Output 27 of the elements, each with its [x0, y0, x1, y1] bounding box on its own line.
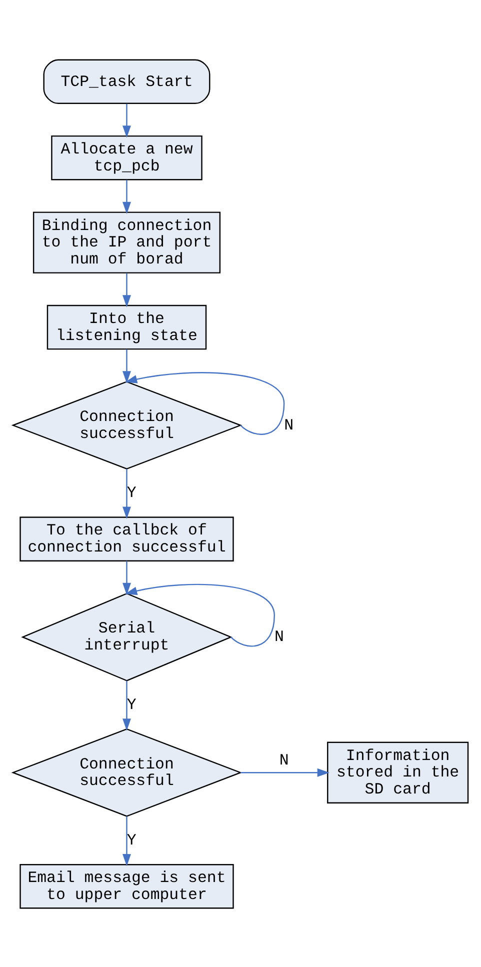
- arrow: [122, 179, 131, 214]
- arrow: [122, 468, 131, 518]
- arrow: [122, 103, 131, 138]
- node-diamond: Serial interrupt: [21, 592, 232, 681]
- arrow: [122, 348, 131, 383]
- arrow: [122, 272, 131, 307]
- arrow: [124, 372, 285, 434]
- edge-label: N: [274, 628, 284, 646]
- node-diamond: Connection successful: [11, 728, 242, 816]
- node-box: Information stored in the SD card: [327, 741, 469, 803]
- node-diamond: Connection successful: [11, 380, 242, 470]
- arrow: [240, 768, 330, 776]
- node-box: To the callbck of connection successful: [20, 516, 234, 561]
- node-box: Binding connection to the IP and port num of borad: [32, 211, 221, 273]
- arrow: [122, 680, 131, 730]
- node-box: Email message is sent to upper computer: [20, 864, 234, 908]
- edge-label: N: [284, 416, 294, 434]
- edge-label: Y: [126, 831, 136, 850]
- arrow: [122, 560, 131, 595]
- node-box: Into the listening state: [46, 304, 207, 350]
- edge-label: Y: [126, 695, 136, 714]
- arrow: [124, 583, 275, 646]
- edge-label: N: [279, 751, 289, 770]
- node-box: Allocate a new tcp_pcb: [51, 134, 202, 180]
- node-box: TCP_task Start: [43, 58, 210, 104]
- edge-label: Y: [126, 484, 136, 502]
- arrow: [122, 816, 131, 866]
